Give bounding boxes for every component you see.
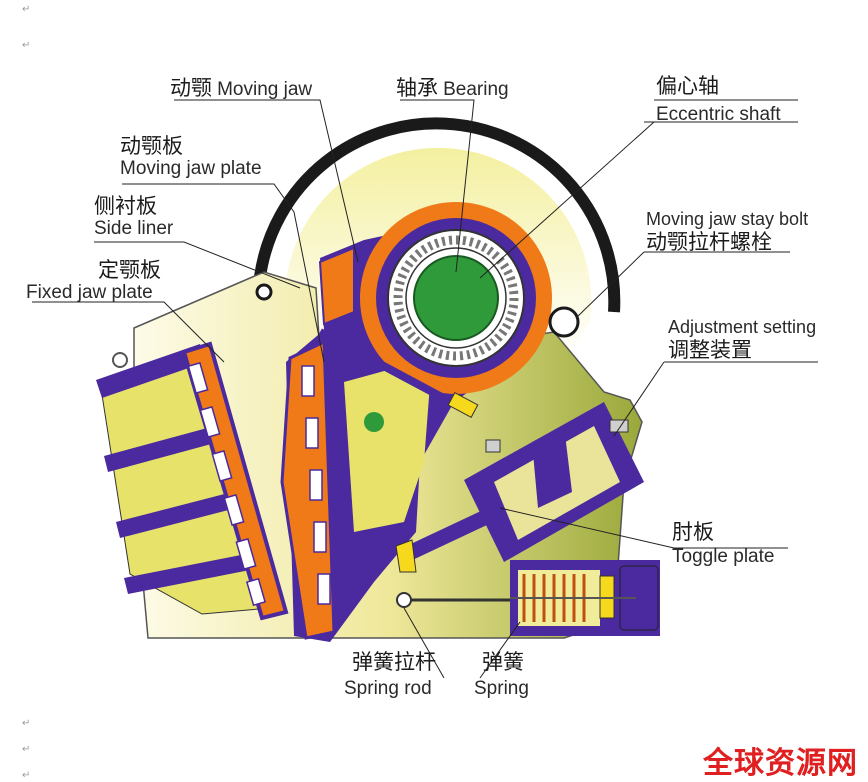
label-side-liner: 侧衬板 Side liner — [94, 194, 174, 239]
label-spring-rod: 弹簧拉杆 Spring rod — [344, 650, 436, 699]
label-eccentric-shaft-cn: 偏心轴 — [656, 74, 719, 98]
label-spring-cn: 弹簧 — [482, 650, 524, 674]
label-fixed-jaw-plate: 定颚板 Fixed jaw plate — [26, 258, 161, 303]
jaw-pin — [364, 412, 384, 432]
label-toggle-plate-cn: 肘板 — [672, 520, 714, 544]
label-spring-en: Spring — [474, 678, 529, 699]
jaw-crusher-diagram: 动颚 Moving jaw 轴承 Bearing 偏心轴 Eccentric s… — [24, 62, 844, 708]
paragraph-mark: ↵ — [22, 40, 31, 51]
paragraph-mark: ↵ — [22, 4, 31, 15]
label-bearing-en: Bearing — [443, 79, 509, 100]
label-moving-jaw-cn: 动颚 — [170, 76, 212, 100]
label-toggle-plate: 肘板 Toggle plate — [672, 520, 775, 567]
adjustment-assembly — [464, 402, 644, 562]
spring-rod — [396, 592, 528, 608]
label-spring: 弹簧 Spring — [474, 650, 529, 699]
eccentric-shaft — [413, 255, 499, 341]
toggle-plate — [398, 502, 506, 564]
label-eccentric-shaft-en: Eccentric shaft — [656, 104, 781, 125]
label-moving-jaw-plate-cn: 动颚板 — [120, 134, 183, 158]
label-side-liner-en: Side liner — [94, 218, 174, 239]
stay-bolt — [318, 306, 580, 418]
label-toggle-plate-en: Toggle plate — [672, 546, 775, 567]
label-side-liner-cn: 侧衬板 — [94, 194, 157, 218]
label-stay-bolt-en: Moving jaw stay bolt — [646, 209, 809, 229]
fixed-jaw-assembly — [96, 341, 289, 621]
label-moving-jaw-plate: 动颚板 Moving jaw plate — [120, 134, 262, 179]
label-eccentric-shaft: 偏心轴 Eccentric shaft — [656, 74, 781, 125]
moving-jaw-plate — [280, 339, 336, 640]
label-spring-rod-cn: 弹簧拉杆 — [352, 650, 436, 674]
label-moving-jaw: 动颚 Moving jaw — [170, 76, 313, 100]
label-spring-rod-en: Spring rod — [344, 678, 432, 699]
spring-assembly — [510, 560, 660, 636]
label-stay-bolt: Moving jaw stay bolt 动颚拉杆螺栓 — [646, 210, 808, 253]
label-moving-jaw-plate-en: Moving jaw plate — [120, 158, 262, 179]
label-fixed-jaw-plate-en: Fixed jaw plate — [26, 282, 153, 303]
crusher-illustration — [32, 99, 818, 679]
label-adjustment-cn: 调整装置 — [668, 338, 752, 362]
frame-hole — [112, 352, 128, 368]
paragraph-mark: ↵ — [22, 770, 31, 781]
label-adjustment-en: Adjustment setting — [668, 317, 817, 337]
toggle-seat — [395, 539, 417, 573]
bearing-assembly — [360, 202, 552, 394]
label-moving-jaw-en: Moving jaw — [217, 79, 313, 100]
leader-lines — [32, 99, 818, 679]
watermark-logo: 全球资源网 — [703, 746, 858, 781]
label-fixed-jaw-plate-cn: 定颚板 — [98, 258, 161, 282]
label-bearing: 轴承 Bearing — [396, 76, 509, 100]
label-stay-bolt-cn: 动颚拉杆螺栓 — [646, 230, 772, 254]
frame-hole — [255, 283, 273, 301]
paragraph-mark: ↵ — [22, 718, 31, 729]
paragraph-mark: ↵ — [22, 744, 31, 755]
label-bearing-cn: 轴承 — [396, 76, 438, 100]
label-adjustment: Adjustment setting 调整装置 — [668, 318, 816, 361]
